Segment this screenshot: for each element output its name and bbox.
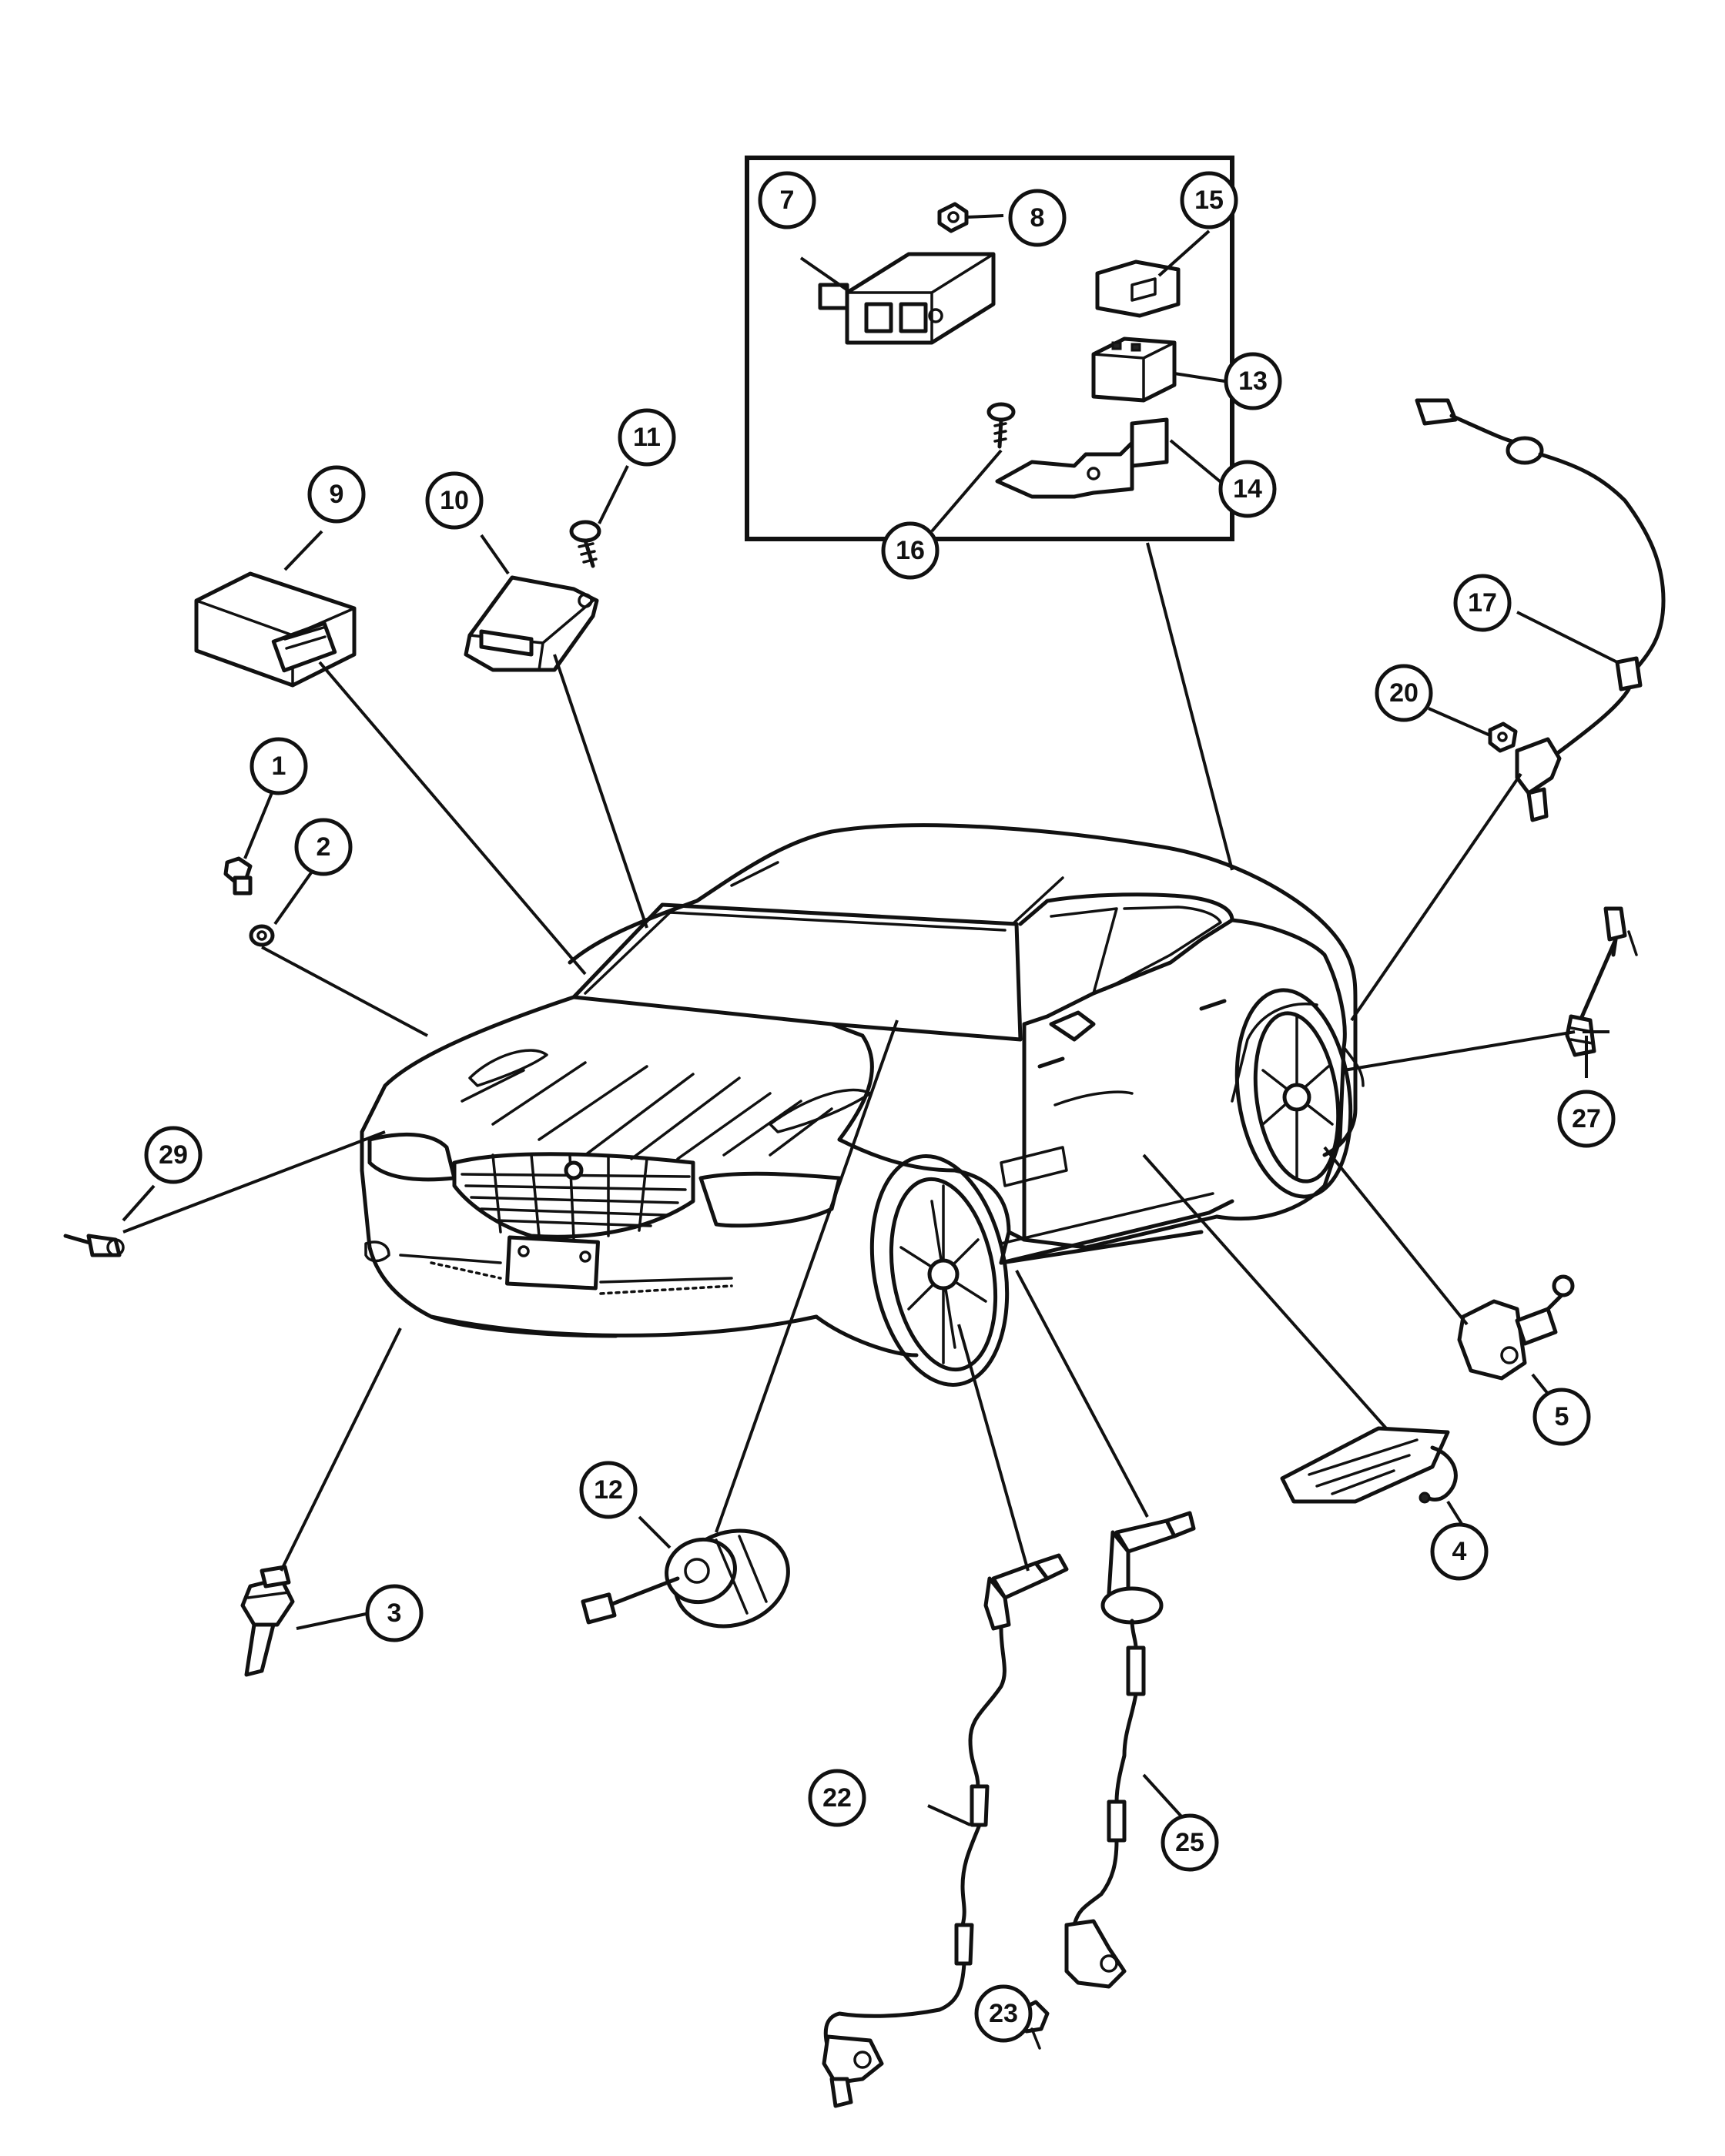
part-3-sensor[interactable] [240, 1565, 295, 1677]
car-body [360, 823, 1365, 1387]
callout-27[interactable]: 27 [1557, 1090, 1616, 1148]
part-22-wheel-speed-sensor[interactable] [822, 1553, 1069, 2108]
part-1-bolt[interactable] [223, 856, 253, 896]
part-2-nut[interactable] [249, 924, 275, 947]
callout-8[interactable]: 8 [1008, 189, 1067, 247]
callout-13[interactable]: 13 [1224, 352, 1282, 410]
part-7-module[interactable] [818, 252, 996, 345]
part-9-control-module[interactable] [194, 571, 357, 688]
part-12-component[interactable] [581, 1515, 802, 1642]
callout-label: 16 [896, 536, 925, 565]
callout-11[interactable]: 11 [618, 408, 676, 467]
callout-label: 5 [1555, 1402, 1569, 1431]
part-4-plate[interactable] [1280, 1426, 1458, 1504]
callout-1[interactable]: 1 [250, 737, 308, 795]
callout-label: 15 [1194, 186, 1224, 215]
part-5-sensor[interactable] [1457, 1274, 1575, 1381]
callout-label: 10 [440, 486, 469, 515]
part-25-wheel-speed-sensor[interactable] [1064, 1511, 1196, 1989]
callout-label: 27 [1572, 1104, 1601, 1133]
callout-5[interactable]: 5 [1532, 1388, 1591, 1446]
part-29-sensor[interactable] [63, 1234, 125, 1257]
callout-9[interactable]: 9 [307, 465, 366, 524]
callout-23[interactable]: 23 [974, 1984, 1033, 2043]
callout-label: 13 [1238, 367, 1268, 396]
callout-label: 3 [387, 1599, 402, 1628]
leader-lines [122, 214, 1618, 2026]
callout-label: 22 [822, 1783, 852, 1813]
part-16-screw[interactable] [986, 402, 1016, 449]
part-27-sensor[interactable] [1565, 906, 1638, 1057]
callout-label: 17 [1468, 588, 1497, 618]
callout-12[interactable]: 12 [579, 1461, 638, 1519]
callout-label: 23 [989, 1999, 1018, 2028]
part-15-cover[interactable] [1095, 259, 1181, 318]
callout-16[interactable]: 16 [881, 521, 940, 580]
callout-label: 11 [633, 423, 661, 452]
callout-label: 2 [317, 832, 331, 862]
callout-label: 9 [330, 480, 344, 509]
callout-14[interactable]: 14 [1218, 460, 1277, 518]
part-20-nut[interactable] [1488, 721, 1518, 753]
callout-label: 14 [1233, 474, 1262, 504]
inset-box [745, 156, 1234, 541]
callout-label: 29 [159, 1140, 188, 1170]
callout-25[interactable]: 25 [1161, 1813, 1219, 1872]
callout-29[interactable]: 29 [144, 1126, 203, 1184]
part-17-sensor-cable[interactable] [1415, 398, 1666, 822]
callout-label: 12 [594, 1475, 623, 1505]
part-14-bracket[interactable] [995, 417, 1169, 499]
part-11-screw[interactable] [569, 520, 601, 568]
callout-label: 4 [1452, 1537, 1467, 1566]
callout-label: 1 [272, 752, 286, 781]
callout-22[interactable]: 22 [808, 1769, 866, 1827]
callout-20[interactable]: 20 [1375, 664, 1433, 722]
callout-2[interactable]: 2 [294, 818, 353, 876]
callout-7[interactable]: 7 [758, 171, 816, 229]
callout-4[interactable]: 4 [1430, 1522, 1489, 1581]
part-10-sensor[interactable] [464, 575, 599, 672]
callout-label: 8 [1030, 203, 1045, 233]
callout-label: 20 [1389, 678, 1419, 708]
callout-label: 25 [1175, 1828, 1204, 1857]
part-8-nut[interactable] [937, 202, 969, 233]
callout-17[interactable]: 17 [1453, 574, 1512, 632]
callout-10[interactable]: 10 [425, 471, 484, 530]
part-13-relay[interactable] [1091, 336, 1177, 403]
callout-3[interactable]: 3 [365, 1584, 424, 1642]
callout-15[interactable]: 15 [1180, 171, 1238, 229]
callout-label: 7 [780, 186, 795, 215]
